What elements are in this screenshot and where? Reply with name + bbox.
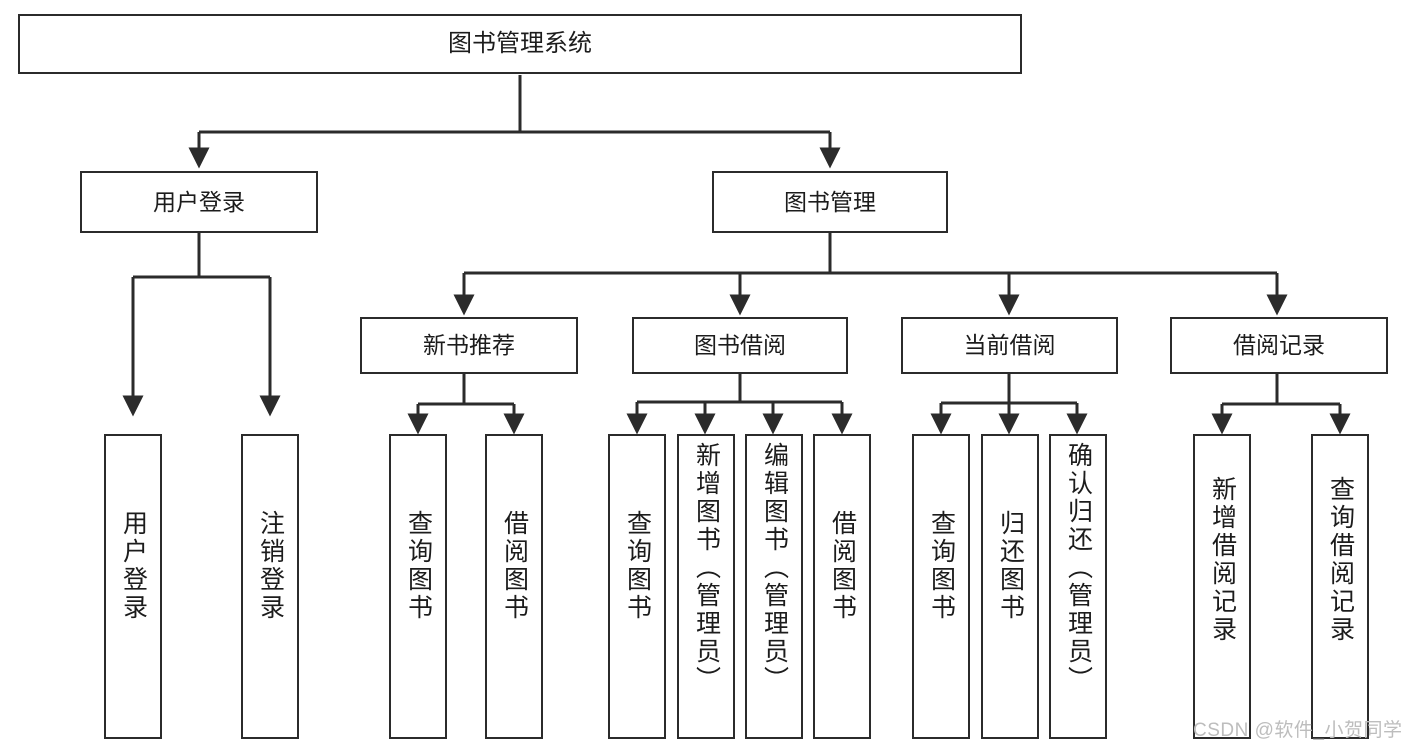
leaf-query-record-label: 查询借阅记录 (1326, 476, 1355, 644)
leaf-confirm-return-label: 确认归还（管理员） (1064, 442, 1093, 694)
leaf-query-book-3[interactable]: 查询图书 (912, 434, 970, 739)
node-new-book-recommend[interactable]: 新书推荐 (360, 317, 578, 374)
leaf-add-record[interactable]: 新增借阅记录 (1193, 434, 1251, 739)
leaf-add-book-label: 新增图书（管理员） (692, 442, 721, 694)
leaf-confirm-return[interactable]: 确认归还（管理员） (1049, 434, 1107, 739)
leaf-user-logout[interactable]: 注销登录 (241, 434, 299, 739)
node-new-book-recommend-label: 新书推荐 (423, 332, 515, 359)
leaf-edit-book[interactable]: 编辑图书（管理员） (745, 434, 803, 739)
node-user-login-label: 用户登录 (153, 188, 245, 215)
leaf-query-book-1[interactable]: 查询图书 (389, 434, 447, 739)
leaf-borrow-book-2[interactable]: 借阅图书 (813, 434, 871, 739)
node-book-borrow-label: 图书借阅 (694, 332, 786, 359)
node-user-login[interactable]: 用户登录 (80, 171, 318, 233)
node-current-borrow-label: 当前借阅 (963, 332, 1056, 359)
leaf-user-login[interactable]: 用户登录 (104, 434, 162, 739)
node-root[interactable]: 图书管理系统 (18, 14, 1022, 74)
node-borrow-record[interactable]: 借阅记录 (1170, 317, 1388, 374)
leaf-query-book-1-label: 查询图书 (404, 510, 433, 622)
leaf-borrow-book-2-label: 借阅图书 (828, 510, 857, 622)
leaf-edit-book-label: 编辑图书（管理员） (760, 442, 789, 694)
leaf-borrow-book-1[interactable]: 借阅图书 (485, 434, 543, 739)
leaf-add-book[interactable]: 新增图书（管理员） (677, 434, 735, 739)
leaf-return-book-label: 归还图书 (996, 510, 1025, 622)
node-borrow-record-label: 借阅记录 (1233, 332, 1325, 359)
leaf-add-record-label: 新增借阅记录 (1208, 476, 1237, 644)
leaf-return-book[interactable]: 归还图书 (981, 434, 1039, 739)
node-book-manage-label: 图书管理 (784, 188, 876, 215)
node-book-borrow[interactable]: 图书借阅 (632, 317, 848, 374)
node-book-manage[interactable]: 图书管理 (712, 171, 948, 233)
watermark: CSDN @软件_小贺同学 (1193, 720, 1403, 741)
leaf-query-record[interactable]: 查询借阅记录 (1311, 434, 1369, 739)
leaf-query-book-3-label: 查询图书 (927, 510, 956, 622)
node-root-label: 图书管理系统 (448, 30, 592, 58)
leaf-borrow-book-1-label: 借阅图书 (500, 510, 529, 622)
leaf-user-logout-label: 注销登录 (256, 510, 285, 622)
leaf-user-login-label: 用户登录 (119, 510, 148, 622)
leaf-query-book-2-label: 查询图书 (623, 510, 652, 622)
leaf-query-book-2[interactable]: 查询图书 (608, 434, 666, 739)
node-current-borrow[interactable]: 当前借阅 (901, 317, 1118, 374)
